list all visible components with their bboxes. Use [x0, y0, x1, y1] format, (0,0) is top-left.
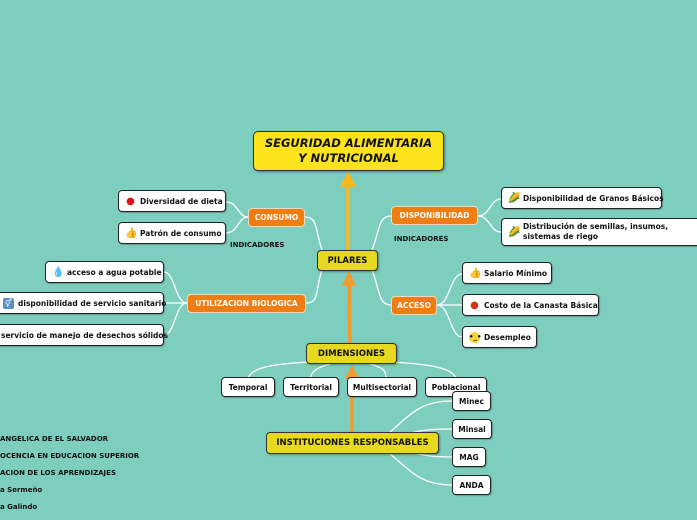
- leaf-desempleo[interactable]: •_•Desempleo: [462, 326, 537, 348]
- leaf-desechos-solidos[interactable]: servicio de manejo de desechos sólidos: [0, 324, 168, 346]
- institucion-label: ANDA: [459, 480, 484, 490]
- leaf-granos-basicos[interactable]: 🌽Disponibilidad de Granos Básicos: [501, 187, 664, 209]
- instituciones-node[interactable]: INSTITUCIONES RESPONSABLES: [266, 432, 439, 454]
- leaf-salario-minimo[interactable]: 👍Salario Mínimo: [462, 262, 552, 284]
- utilizacion-biologica-node[interactable]: UTILIZACION BIOLOGICA: [187, 294, 306, 313]
- leaf-label: Salario Mínimo: [484, 268, 548, 278]
- footer-line-5: a Galindo: [0, 503, 38, 511]
- restroom-icon: ⚥: [3, 297, 14, 309]
- institucion-anda[interactable]: ANDA: [452, 475, 491, 495]
- footer-line-3: ACION DE LOS APRENDIZAJES: [0, 469, 116, 477]
- institucion-label: Minec: [459, 396, 484, 406]
- footer-line-4: a Sermeño: [0, 486, 43, 494]
- root-title-line1: SEGURIDAD ALIMENTARIA: [264, 136, 433, 150]
- link-pilares-acceso: [371, 269, 392, 306]
- pilares-label: PILARES: [327, 255, 368, 266]
- tomato-icon: ●: [470, 299, 479, 311]
- leaf-label: disponibilidad de servicio sanitario: [18, 298, 167, 308]
- consumo-label: CONSUMO: [254, 213, 299, 222]
- leaf-label: Costo de la Canasta Básica: [484, 300, 598, 310]
- leaf-diversidad-dieta[interactable]: ● Diversidad de dieta: [118, 190, 226, 212]
- leaf-servicio-sanitario[interactable]: ⚥ disponibilidad de servicio sanitario: [0, 292, 167, 314]
- acceso-label: ACCESO: [397, 301, 431, 310]
- footer-line-1: ANGELICA DE EL SALVADOR: [0, 435, 109, 443]
- link-pilares-disponibilidad: [371, 215, 392, 251]
- leaf-label: Diversidad de dieta: [140, 196, 223, 206]
- institucion-label: Minsal: [458, 424, 486, 434]
- consumo-indicadores-note: INDICADORES: [230, 241, 285, 249]
- institucion-label: MAG: [459, 452, 479, 462]
- arrow-dimensiones-to-pilares: [342, 271, 356, 344]
- thumbs-up-icon: 👍: [125, 227, 138, 239]
- water-drops-icon: 💧: [52, 266, 65, 278]
- leaf-distribucion-semillas[interactable]: 🌽Distribución de semillas, insumos, sist…: [501, 218, 697, 246]
- pilares-node[interactable]: PILARES: [317, 250, 378, 271]
- disponibilidad-indicadores-note: INDICADORES: [394, 235, 449, 243]
- arrow-pilares-to-root: [340, 171, 356, 250]
- leaf-label: Distribución de semillas, insumos, siste…: [523, 222, 669, 241]
- dimension-label: Multisectorial: [352, 382, 412, 392]
- leaf-label: Patrón de consumo: [140, 228, 222, 238]
- link-pilares-consumo: [304, 216, 323, 251]
- institucion-minsal[interactable]: Minsal: [452, 419, 492, 439]
- leaf-patron-consumo[interactable]: 👍Patrón de consumo: [118, 222, 226, 244]
- utilizacion-label: UTILIZACION BIOLOGICA: [195, 299, 298, 308]
- dimension-label: Territorial: [290, 382, 332, 392]
- dimension-label: Poblacional: [431, 382, 481, 392]
- link-pilares-utilizacion: [305, 269, 323, 304]
- leaf-label: Disponibilidad de Granos Básicos: [523, 193, 664, 203]
- consumo-node[interactable]: CONSUMO: [248, 208, 305, 227]
- dimension-label: Temporal: [228, 382, 268, 392]
- dimensiones-node[interactable]: DIMENSIONES: [306, 343, 397, 364]
- disponibilidad-label: DISPONIBILIDAD: [399, 211, 470, 220]
- footer-line-2: OCENCIA EN EDUCACION SUPERIOR: [0, 452, 140, 460]
- dimension-territorial[interactable]: Territorial: [283, 377, 339, 397]
- dimension-temporal[interactable]: Temporal: [221, 377, 275, 397]
- apple-icon: ●: [126, 195, 135, 207]
- acceso-node[interactable]: ACCESO: [391, 296, 437, 315]
- leaf-label: servicio de manejo de desechos sólidos: [1, 330, 169, 340]
- leaf-agua-potable[interactable]: 💧acceso a agua potable: [45, 261, 164, 283]
- dimension-multisectorial[interactable]: Multisectorial: [347, 377, 417, 397]
- dimensiones-label: DIMENSIONES: [317, 348, 386, 359]
- root-title-line2: Y NUTRICIONAL: [298, 151, 399, 165]
- disponibilidad-node[interactable]: DISPONIBILIDAD: [391, 206, 478, 225]
- leaf-label: acceso a agua potable: [67, 267, 162, 277]
- leaf-label: Desempleo: [484, 332, 531, 342]
- instituciones-label: INSTITUCIONES RESPONSABLES: [276, 438, 429, 448]
- arrow-instituciones-to-dimensiones: [345, 365, 359, 432]
- thumbs-up-icon: 👍: [469, 267, 482, 279]
- institucion-mag[interactable]: MAG: [452, 447, 486, 467]
- corn-icon: 🌽: [508, 192, 521, 204]
- corn-icon: 🌽: [508, 226, 521, 238]
- neutral-face-icon: •_•: [469, 331, 482, 343]
- institucion-minec[interactable]: Minec: [452, 391, 491, 411]
- leaf-canasta-basica[interactable]: ● Costo de la Canasta Básica: [462, 294, 599, 316]
